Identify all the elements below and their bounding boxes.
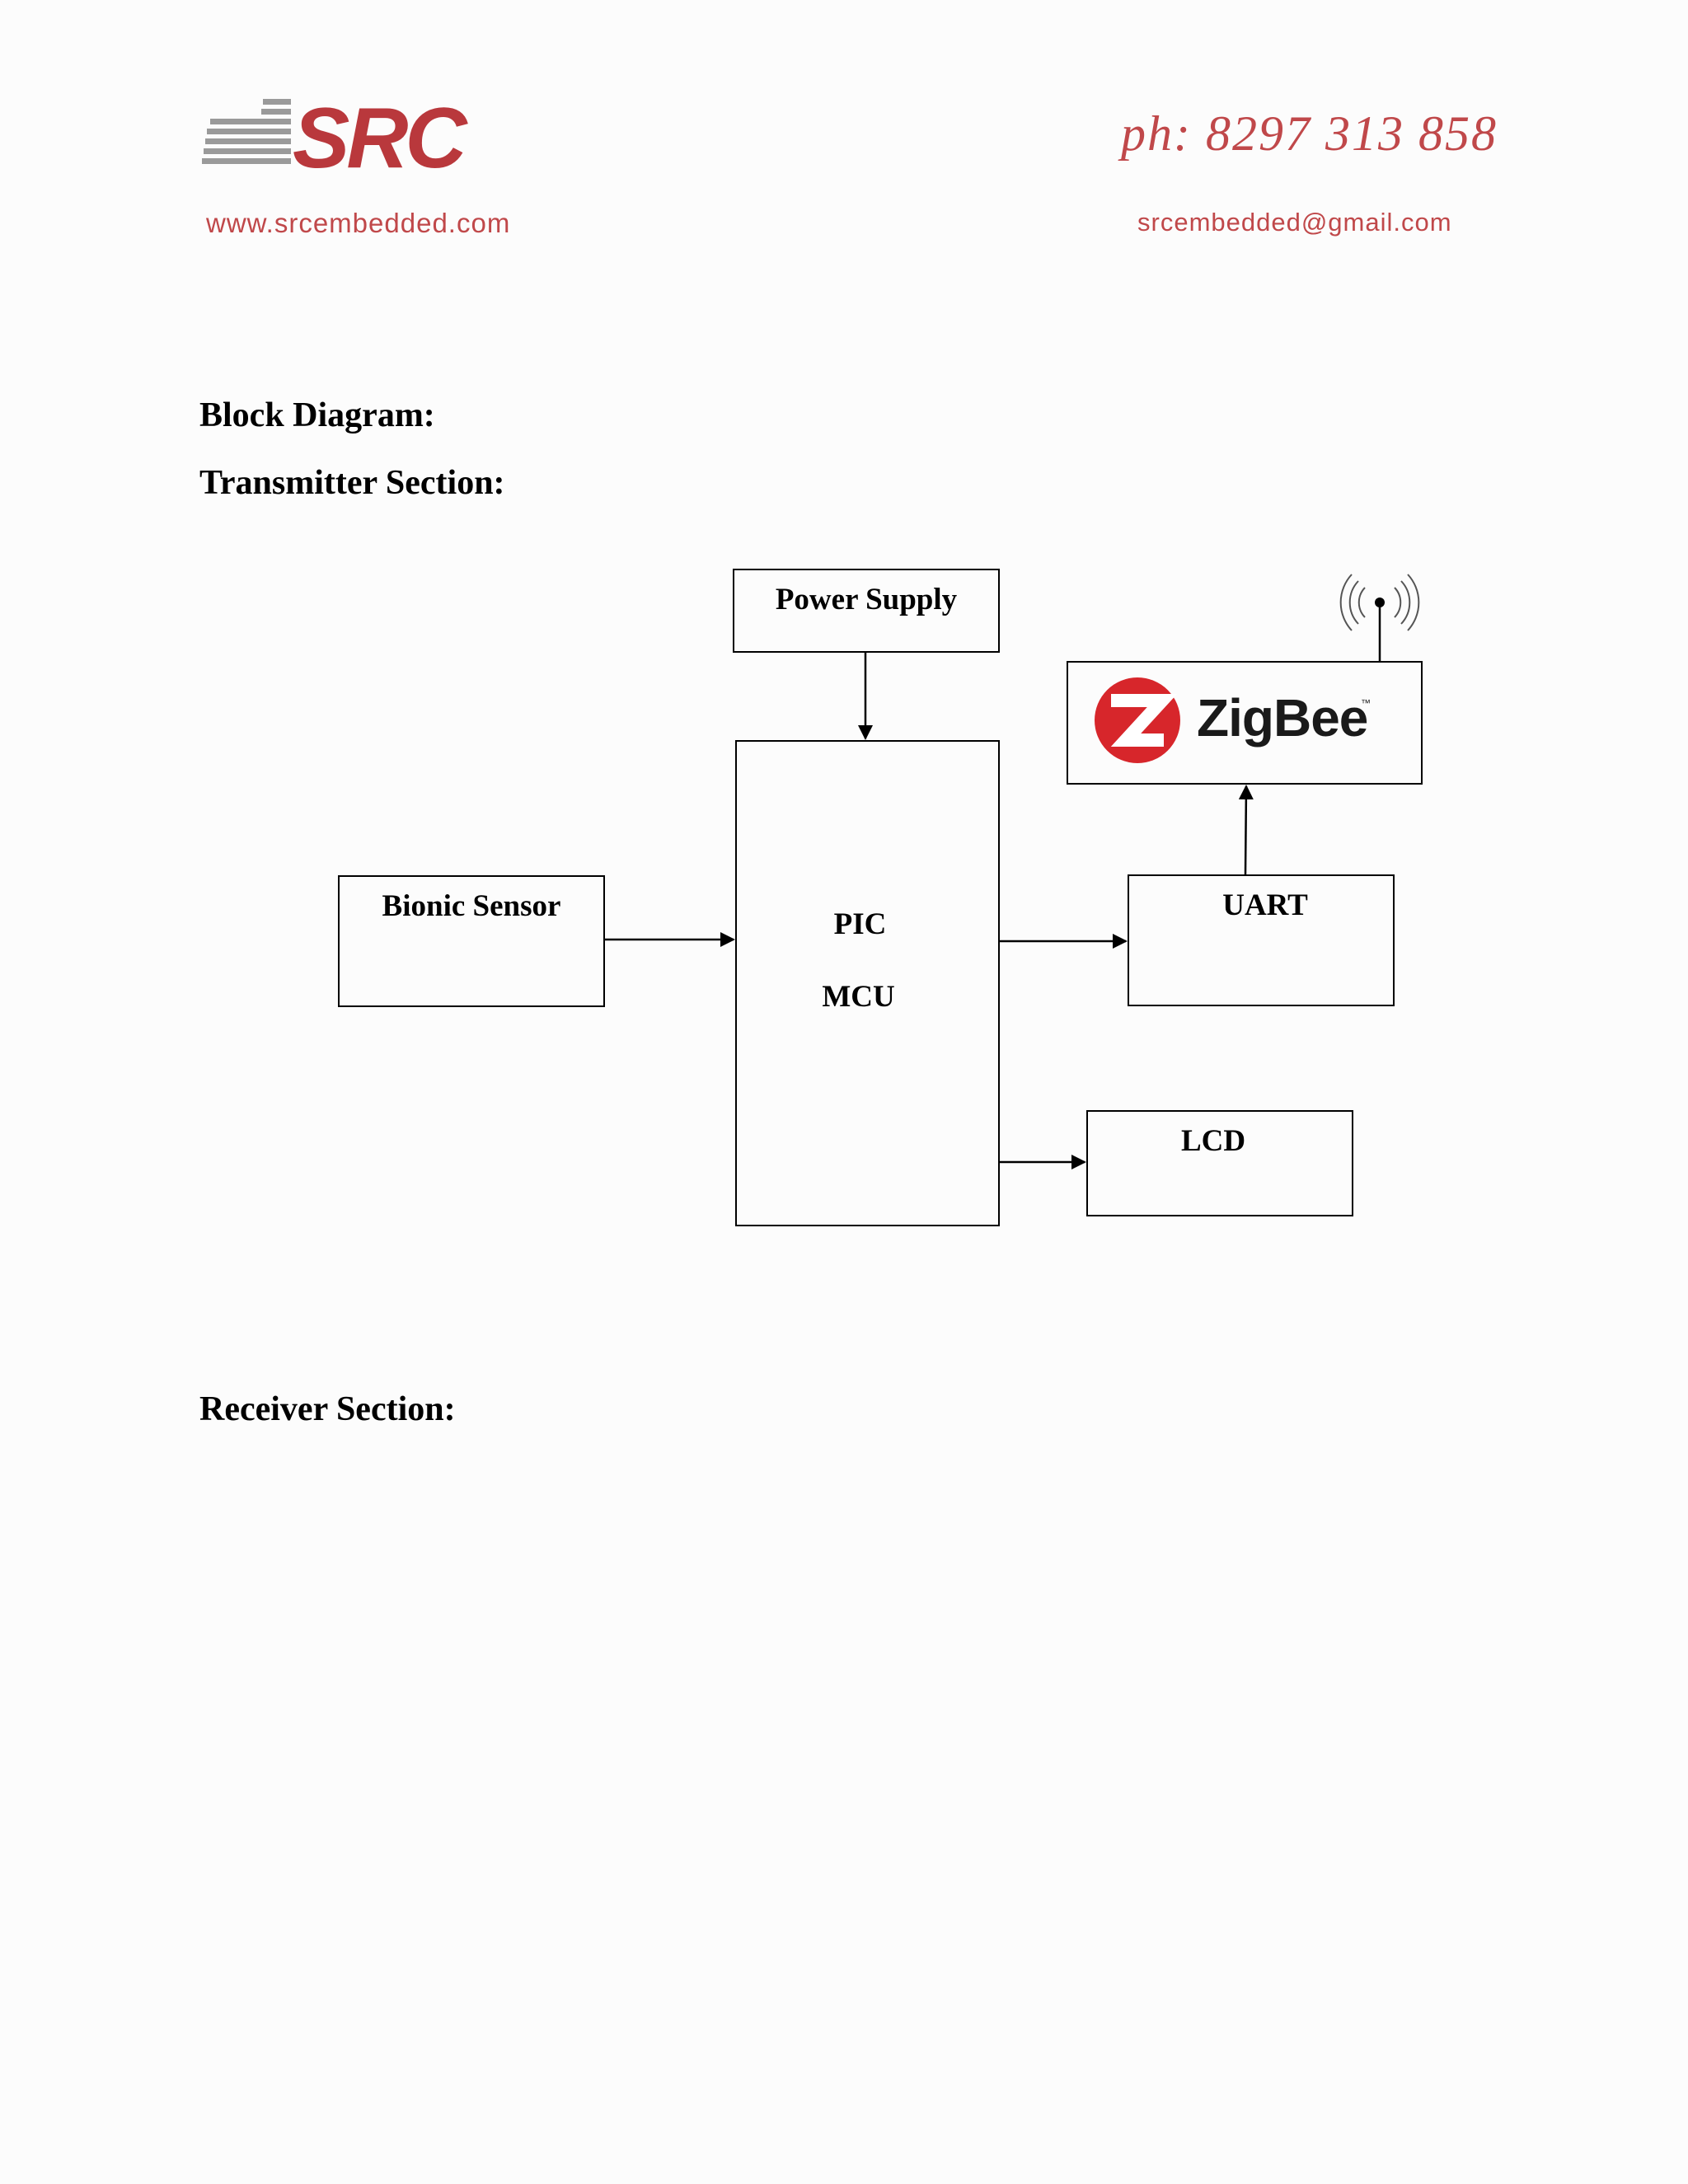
logo-text: SRC <box>293 91 467 186</box>
zigbee-block: ZigBee ™ <box>1067 661 1423 785</box>
arrow-uart-to-zigbee <box>1238 785 1254 875</box>
pic-mcu-block: PIC MCU <box>735 740 1000 1226</box>
zigbee-logo-icon <box>1095 677 1180 763</box>
uart-block: UART <box>1128 874 1395 1006</box>
transmitter-section-heading: Transmitter Section: <box>199 464 505 502</box>
bionic-sensor-block: Bionic Sensor <box>338 875 605 1007</box>
company-logo: SRC <box>202 96 467 181</box>
antenna-icon <box>1339 574 1420 631</box>
mcu-label-line1: PIC <box>833 907 887 941</box>
receiver-section-heading: Receiver Section: <box>199 1390 456 1428</box>
lcd-block: LCD <box>1086 1110 1353 1216</box>
uart-label: UART <box>1222 888 1308 922</box>
email-link[interactable]: srcembedded@gmail.com <box>1137 208 1452 237</box>
mcu-label-line2: MCU <box>822 980 895 1014</box>
zigbee-wordmark: ZigBee <box>1197 688 1368 748</box>
bionic-sensor-label: Bionic Sensor <box>382 889 561 923</box>
block-diagram-heading: Block Diagram: <box>199 396 435 434</box>
logo-stripes <box>202 99 291 164</box>
power-supply-block: Power Supply <box>733 569 1000 653</box>
zigbee-trademark: ™ <box>1361 697 1371 709</box>
phone-number: ph: 8297 313 858 <box>1121 106 1498 161</box>
lcd-label: LCD <box>1180 1124 1246 1158</box>
power-supply-label: Power Supply <box>775 583 958 616</box>
website-link[interactable]: www.srcembedded.com <box>206 208 511 238</box>
